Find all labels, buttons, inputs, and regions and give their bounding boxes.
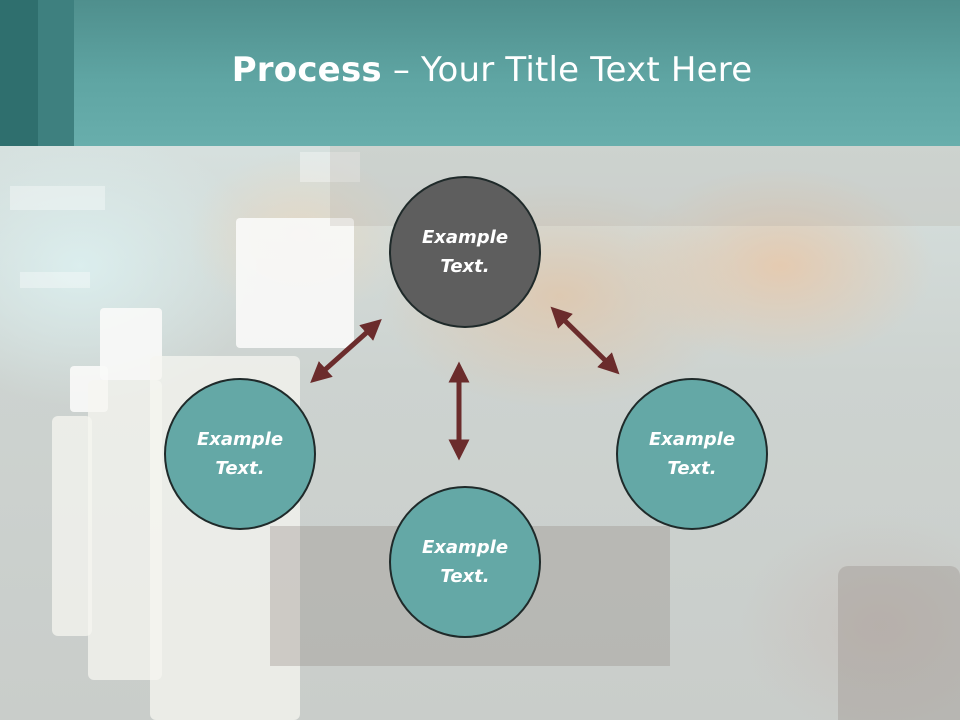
node-left-label: Example Text. xyxy=(196,429,284,479)
node-right-label: Example Text. xyxy=(648,429,736,479)
photo-chef xyxy=(52,416,92,636)
arrow-top-right xyxy=(550,306,620,375)
process-node-bottom[interactable]: Example Text. xyxy=(389,486,541,638)
photo-pot xyxy=(838,566,960,720)
title-bar-accent-dark xyxy=(0,0,38,146)
title-bar: Process – Your Title Text Here xyxy=(0,0,960,146)
process-node-right[interactable]: Example Text. xyxy=(616,378,768,530)
photo-chef xyxy=(88,380,162,680)
node-top-label: Example Text. xyxy=(421,227,509,277)
title-rest: – Your Title Text Here xyxy=(381,50,753,90)
process-node-left[interactable]: Example Text. xyxy=(164,378,316,530)
photo-light-strip xyxy=(300,152,360,182)
node-bottom-label: Example Text. xyxy=(421,537,509,587)
arrow-top-left xyxy=(310,319,382,383)
title-bold: Process xyxy=(231,50,382,90)
title-bar-accent-mid xyxy=(38,0,74,146)
photo-light-strip xyxy=(20,272,90,288)
photo-light-strip xyxy=(10,186,105,210)
process-node-top[interactable]: Example Text. xyxy=(389,176,541,328)
slide-title[interactable]: Process – Your Title Text Here xyxy=(0,50,960,90)
